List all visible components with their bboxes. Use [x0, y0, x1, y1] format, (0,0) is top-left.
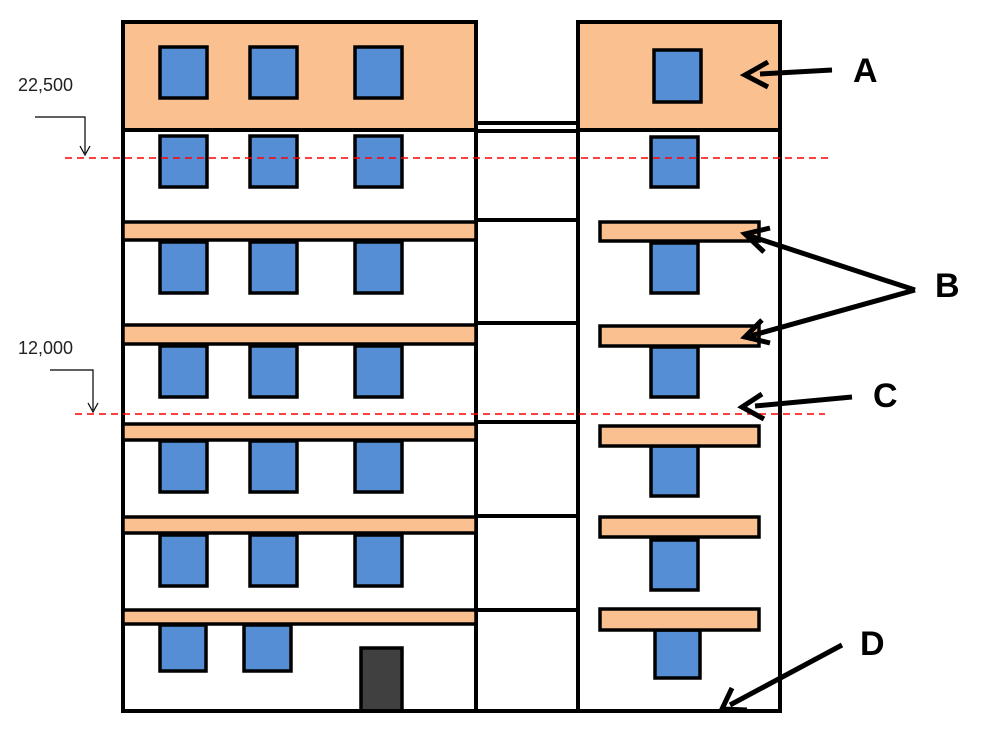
window: [248, 439, 299, 494]
level-label-upper: 22,500: [18, 75, 73, 95]
floor-slab-band: [121, 323, 478, 346]
building: [121, 20, 782, 713]
floor-slab-band: [121, 422, 478, 442]
floor-slab-band: [121, 608, 478, 626]
level-marker-upper: 22,500: [18, 75, 830, 159]
arrowhead-icon: [87, 402, 99, 414]
window: [158, 134, 209, 189]
window: [353, 134, 404, 189]
callout-label-c: C: [873, 377, 898, 415]
window: [353, 45, 404, 100]
level-arrow-lower: [50, 369, 94, 410]
balcony-slab: [598, 515, 761, 539]
callout-a: A: [739, 52, 878, 90]
window: [353, 344, 404, 399]
window: [649, 538, 700, 592]
window: [242, 623, 293, 673]
arrowhead-icon: [79, 145, 91, 157]
balcony-slab: [598, 220, 761, 243]
window: [158, 533, 209, 588]
window: [158, 240, 209, 295]
entrance-door: [359, 646, 404, 713]
window: [649, 135, 700, 189]
balcony-slab: [598, 424, 761, 448]
level-label-lower: 12,000: [18, 338, 73, 358]
window: [158, 623, 208, 673]
window: [248, 344, 299, 399]
arrowhead-icon: [737, 391, 766, 422]
window: [248, 134, 299, 189]
window: [649, 345, 700, 399]
callout-label-a: A: [853, 52, 878, 90]
window: [649, 444, 700, 498]
window: [652, 48, 703, 104]
callout-label-b: B: [935, 267, 960, 305]
window: [248, 533, 299, 588]
balcony-slab: [598, 607, 761, 632]
level-marker-lower: 12,000: [18, 338, 825, 415]
window: [158, 45, 209, 100]
callout-b: B: [739, 225, 960, 346]
balcony-slab: [598, 324, 761, 348]
window: [158, 439, 209, 494]
callout-c: C: [737, 377, 898, 422]
arrowhead-icon: [718, 686, 748, 713]
arrowhead-icon: [740, 318, 771, 346]
window: [248, 45, 299, 100]
window: [353, 240, 404, 295]
floor-slab-band: [121, 515, 478, 535]
window: [649, 241, 700, 295]
window: [353, 439, 404, 494]
callout-label-d: D: [860, 625, 885, 663]
callout-d: D: [718, 625, 885, 713]
floor-slab-band: [121, 220, 478, 242]
window: [248, 240, 299, 295]
level-arrow-upper: [35, 116, 86, 153]
window: [353, 533, 404, 588]
arrowhead-icon: [739, 59, 770, 90]
window: [653, 628, 702, 680]
window: [158, 344, 209, 399]
arrowhead-icon: [739, 225, 771, 254]
